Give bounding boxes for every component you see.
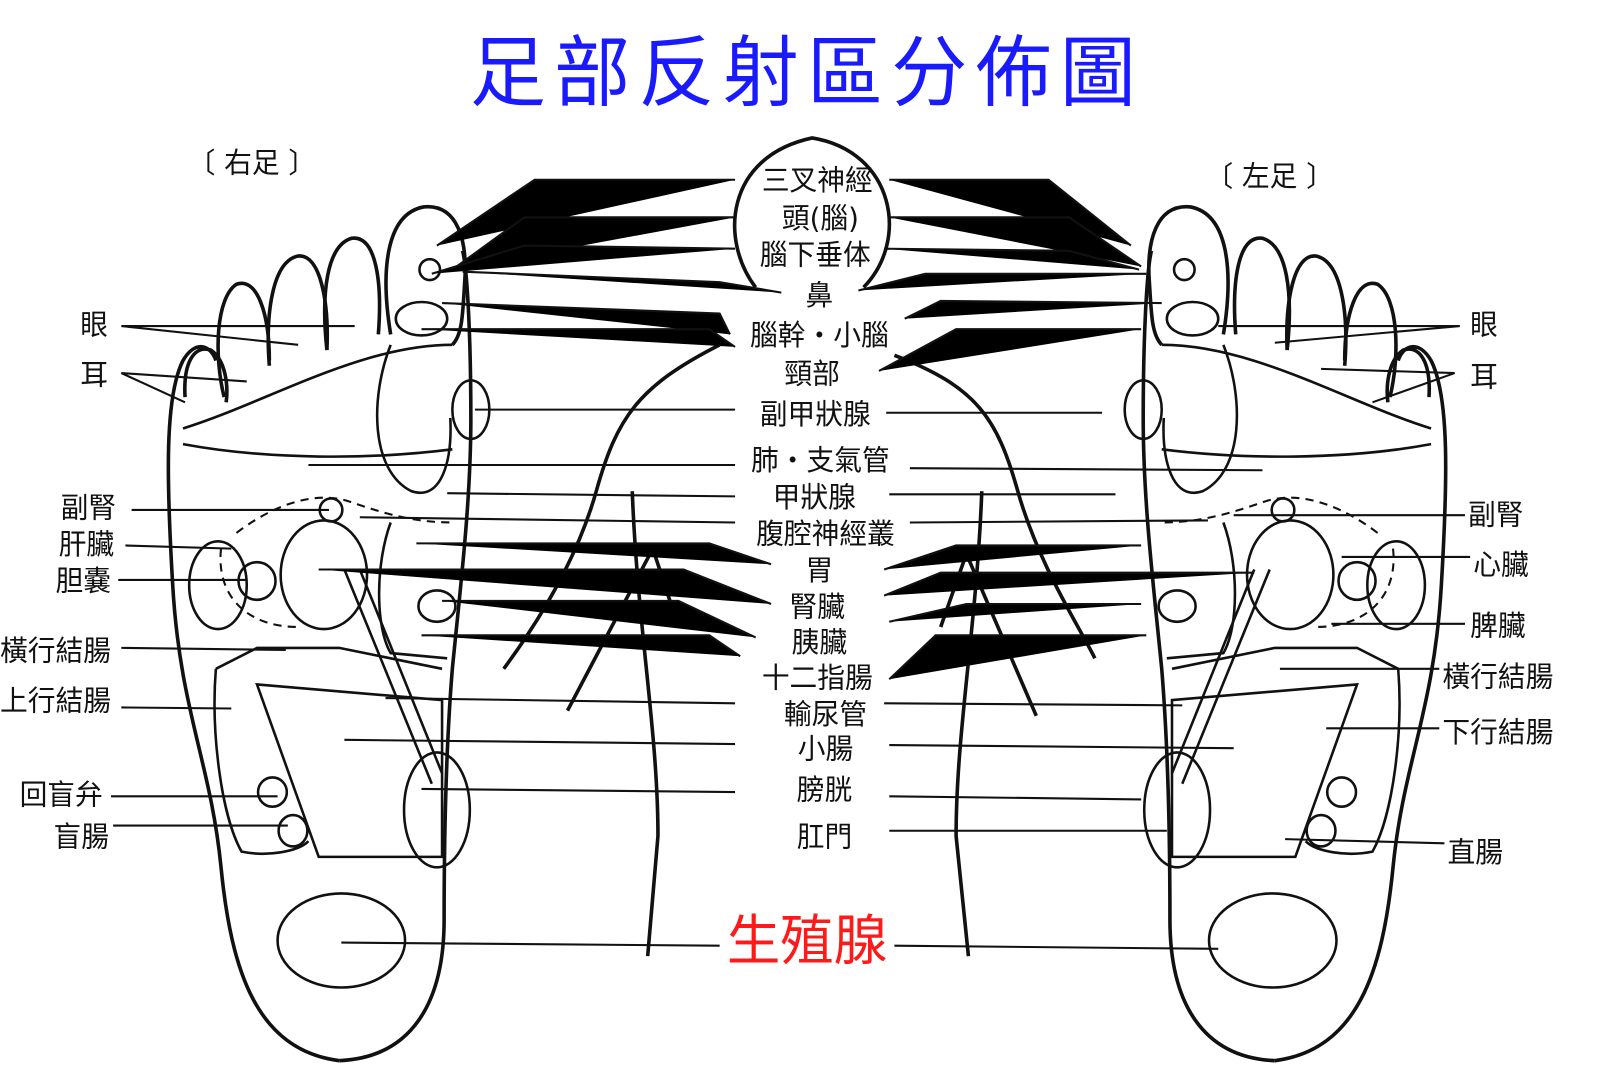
label-adrenal: 副腎 [1468,498,1523,531]
label-duodenum: 十二指腸 [762,661,873,694]
label-descending-colon: 下行結腸 [1442,716,1553,749]
label-eye: 眼 [80,308,108,341]
label-liver: 肝臟 [59,528,115,561]
label-ureter: 輸尿管 [784,698,867,731]
label-heart: 心臟 [1473,549,1529,582]
label-transverse-colon: 橫行結腸 [1442,660,1553,693]
label-ascending-colon: 上行結腸 [0,684,111,717]
center-labels: 三叉神經 頭(腦) 腦下垂体 鼻 腦幹・小腦 頸部 副甲狀腺 肺・支氣管 甲狀腺… [727,164,895,972]
right-foot-header: 〔 右足 〕 [188,146,317,179]
label-kidney: 腎臟 [790,590,846,623]
label-gallbladder: 胆嚢 [56,564,111,597]
label-spleen: 脾臟 [1470,609,1526,642]
label-trigeminal: 三叉神經 [762,164,873,197]
label-solar-plexus: 腹腔神經叢 [756,517,895,550]
left-foot-header: 〔 左足 〕 [1205,160,1334,193]
page-title: 足部反射區分佈圖 [470,29,1144,119]
label-rectum: 直腸 [1448,836,1503,869]
label-thyroid: 甲狀腺 [773,481,856,514]
label-adrenal: 副腎 [61,491,116,524]
label-cecum: 盲腸 [53,820,108,853]
label-pituitary: 腦下垂体 [760,238,871,271]
right-foot-labels: 眼 耳 副腎 肝臟 胆嚢 橫行結腸 上行結腸 回盲弁 盲腸 [0,308,116,853]
label-neck: 頸部 [784,357,839,390]
label-lung-bronchi: 肺・支氣管 [751,444,890,477]
label-ear: 耳 [1470,360,1498,393]
right-foot-outline [166,205,491,1063]
label-parathyroid: 副甲狀腺 [760,398,871,431]
label-transverse-colon: 橫行結腸 [0,634,111,667]
label-anus: 肛門 [797,820,852,853]
label-small-intestine: 小腸 [798,732,853,765]
label-brainstem-cerebellum: 腦幹・小腦 [750,319,889,352]
label-nose: 鼻 [805,279,833,312]
left-foot-outline [1122,204,1448,1063]
label-head-brain: 頭(腦) [782,202,859,235]
label-reproductive-gland: 生殖腺 [727,909,887,973]
label-pancreas: 胰臟 [792,626,848,659]
label-ear: 耳 [80,358,108,391]
left-foot-labels: 眼 耳 副腎 心臟 脾臟 橫行結腸 下行結腸 直腸 [1442,308,1553,869]
leader-lines [111,178,1471,950]
label-stomach: 胃 [805,554,833,587]
label-bladder: 膀胱 [797,773,853,806]
label-eye: 眼 [1470,308,1498,341]
label-ileocecal-valve: 回盲弁 [20,778,103,811]
